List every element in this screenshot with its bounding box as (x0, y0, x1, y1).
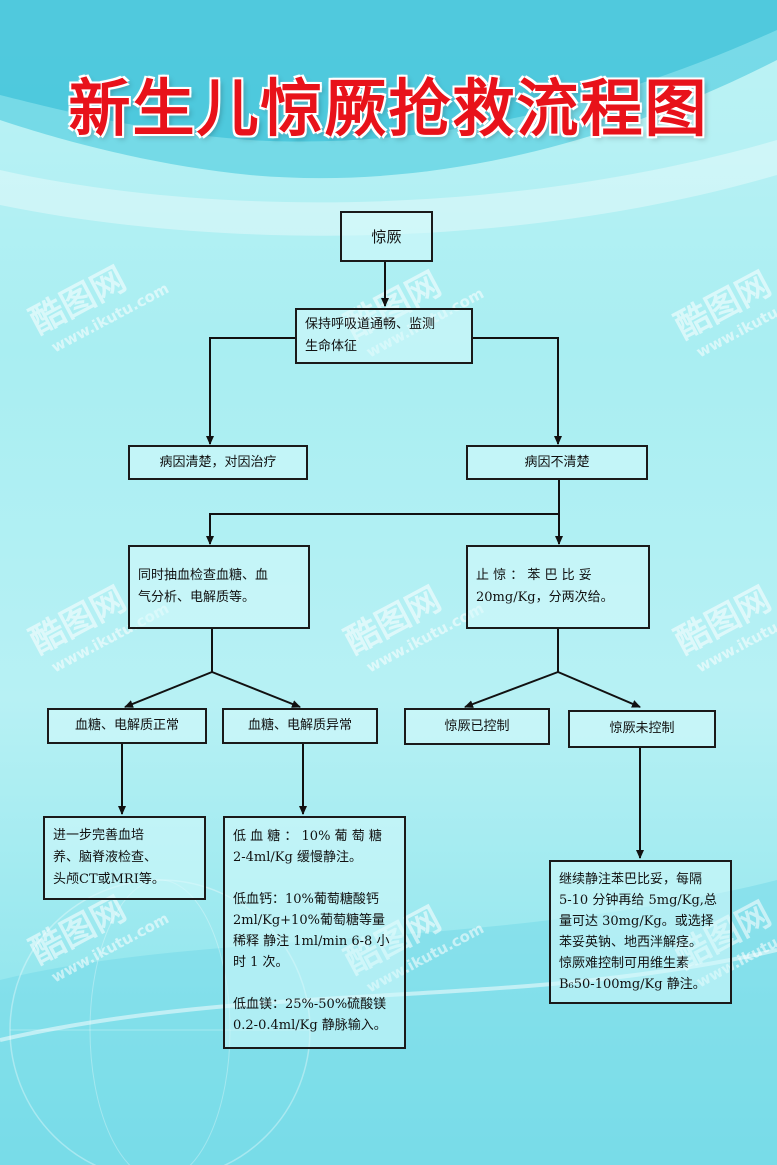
node-convulsion: 惊厥 (340, 211, 433, 262)
node-blood-tests: 同时抽血检查血糖、血 气分析、电解质等。 (128, 545, 310, 629)
node-seizure-uncontrolled: 惊厥未控制 (568, 710, 716, 748)
node-further-tests: 进一步完善血培 养、脑脊液检查、 头颅CT或MRI等。 (43, 816, 206, 900)
node-uncontrolled-treatment: 继续静注苯巴比妥，每隔 5-10 分钟再给 5mg/Kg,总 量可达 30mg/… (549, 860, 732, 1004)
node-cause-clear: 病因清楚，对因治疗 (128, 445, 308, 480)
node-cause-unclear: 病因不清楚 (466, 445, 648, 480)
node-maintain-airway: 保持呼吸道通畅、监测 生命体征 (295, 308, 473, 364)
node-stop-seizure: 止 惊 ： 苯 巴 比 妥 20mg/Kg，分两次给。 (466, 545, 650, 629)
node-abnormal-treatment: 低 血 糖 ： 10% 葡 萄 糖 2-4ml/Kg 缓慢静注。 低血钙：10%… (223, 816, 406, 1049)
page-title: 新生儿惊厥抢救流程图 (68, 72, 709, 145)
node-seizure-controlled: 惊厥已控制 (404, 708, 550, 745)
node-labs-normal: 血糖、电解质正常 (47, 708, 207, 744)
node-labs-abnormal: 血糖、电解质异常 (222, 708, 378, 744)
